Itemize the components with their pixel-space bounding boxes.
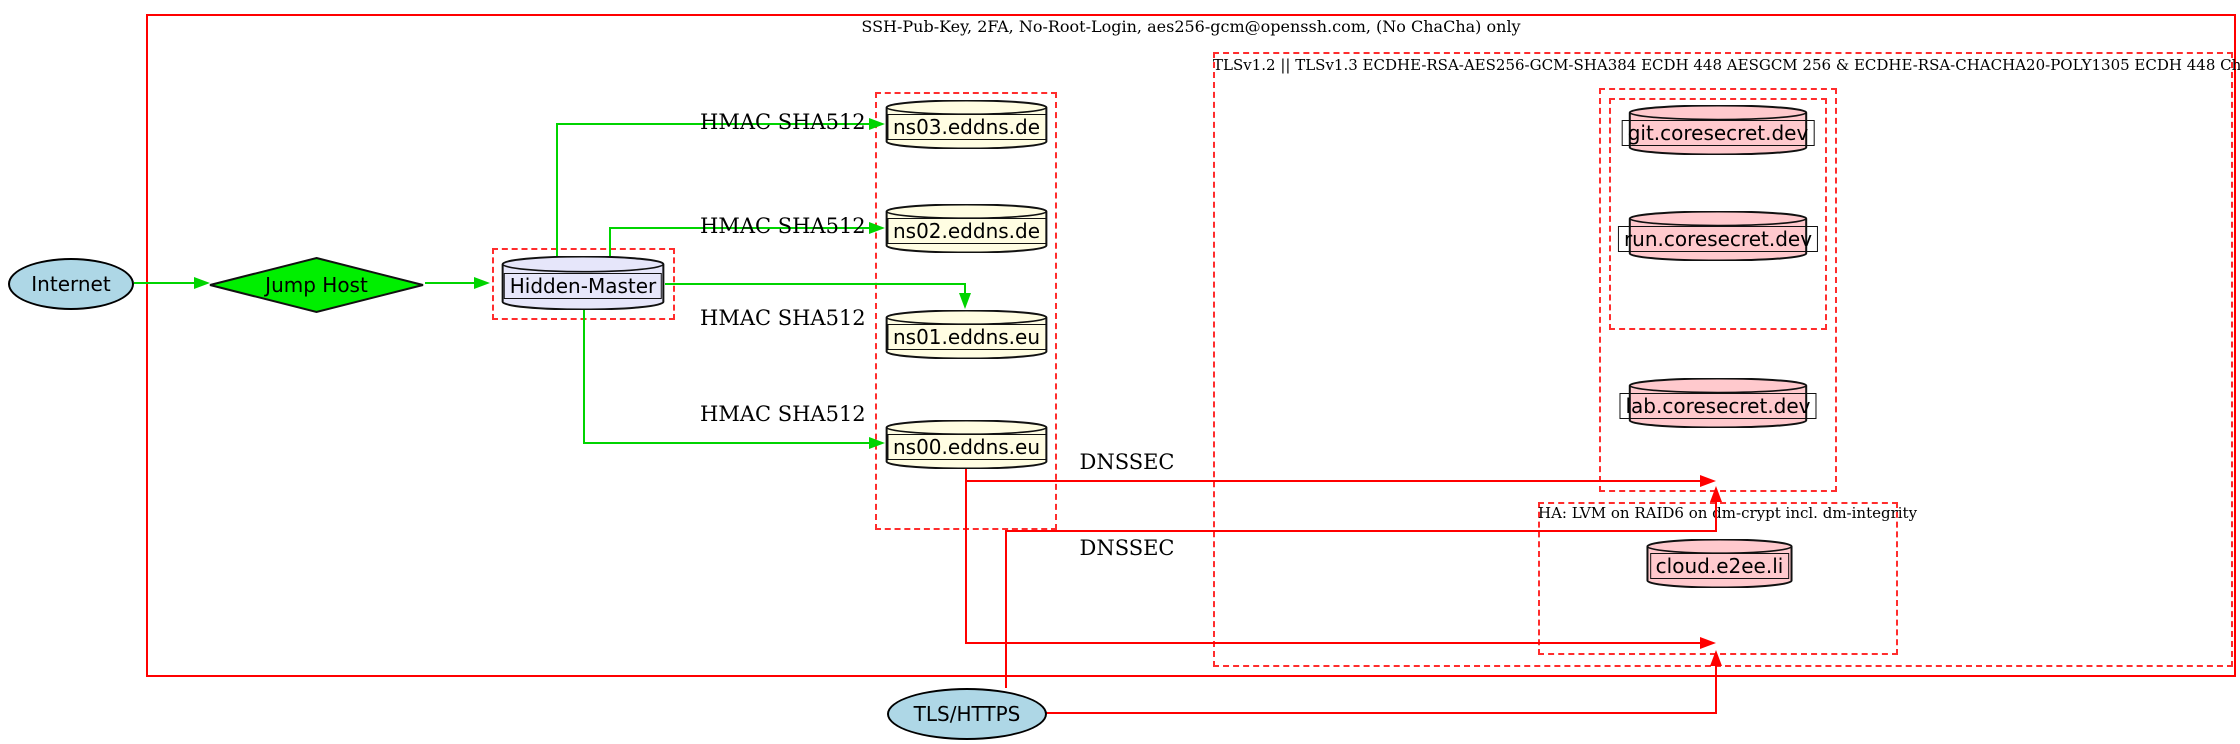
edge-hiddenmaster-ns02-hline — [609, 227, 870, 229]
node-ns00: ns00.eddns.eu — [885, 420, 1048, 469]
cluster-coresecret-inner-box — [1609, 98, 1827, 330]
edge-hiddenmaster-ns03-hline — [556, 123, 870, 125]
cluster-ha-label: HA: LVM on RAID6 on dm-crypt incl. dm-in… — [1538, 504, 1918, 522]
edge-ns00-down-vline — [965, 467, 967, 644]
node-cloud-e2ee: cloud.e2ee.li — [1646, 539, 1793, 588]
edge-ns00-coresecret-hline — [965, 480, 1702, 482]
node-git-coresecret-label: git.coresecret.dev — [1621, 119, 1815, 146]
edge-label-dnssec-2: DNSSEC — [1079, 536, 1175, 560]
edge-label-hmac-ns01: HMAC SHA512 — [700, 306, 866, 330]
node-run-coresecret-label: run.coresecret.dev — [1617, 225, 1819, 252]
node-hidden-master-label: Hidden-Master — [503, 272, 663, 299]
edge-label-hmac-ns03: HMAC SHA512 — [700, 110, 866, 134]
node-internet-label: Internet — [31, 272, 111, 296]
edge-hiddenmaster-ns00-vline — [583, 310, 585, 444]
node-run-coresecret: run.coresecret.dev — [1617, 211, 1819, 261]
edge-hiddenmaster-ns01-arrowhead — [959, 293, 971, 309]
cluster-ssh-box — [146, 14, 2236, 677]
node-hidden-master: Hidden-Master — [501, 256, 665, 310]
node-git-coresecret: git.coresecret.dev — [1621, 105, 1815, 155]
cluster-ssh-label: SSH-Pub-Key, 2FA, No-Root-Login, aes256-… — [861, 17, 1521, 36]
cylinder-shape — [501, 256, 665, 310]
edge-hiddenmaster-ns02-vline — [609, 228, 611, 258]
node-lab-coresecret-label: lab.coresecret.dev — [1619, 392, 1817, 419]
cylinder-shape — [885, 420, 1048, 469]
edge-label-hmac-ns00: HMAC SHA512 — [700, 402, 866, 426]
edge-tlshttps-ha-hline — [1045, 712, 1717, 714]
node-internet: Internet — [8, 258, 134, 310]
cluster-tls-box — [1213, 52, 2233, 667]
node-jump-host: Jump Host — [208, 256, 425, 314]
node-tls-https-label: TLS/HTTPS — [913, 702, 1021, 726]
edge-tlshttps-coresecret-arrowhead — [1710, 486, 1722, 502]
node-jump-host-label: Jump Host — [265, 273, 368, 297]
edge-hiddenmaster-ns02-arrowhead — [869, 222, 885, 234]
cluster-tls-label: TLSv1.2 || TLSv1.3 ECDHE-RSA-AES256-GCM-… — [1213, 56, 2240, 74]
edge-internet-jumphost-arrowhead — [194, 277, 210, 289]
edge-jumphost-hiddenmaster-line — [425, 282, 476, 284]
diamond-shape — [208, 256, 425, 314]
edge-label-hmac-ns02: HMAC SHA512 — [700, 214, 866, 238]
edge-ns00-ha-hline — [965, 642, 1702, 644]
edge-internet-jumphost-line — [134, 282, 196, 284]
edge-tlshttps-coresecret-vline1 — [1005, 531, 1007, 688]
node-ns00-label: ns00.eddns.eu — [886, 433, 1047, 460]
edge-hiddenmaster-ns01-vline — [964, 283, 966, 295]
edge-jumphost-hiddenmaster-arrowhead — [474, 277, 490, 289]
cylinder-shape — [1646, 539, 1793, 588]
edge-hiddenmaster-ns01-hline — [665, 283, 966, 285]
node-tls-https: TLS/HTTPS — [887, 688, 1047, 740]
edge-ns00-coresecret-arrowhead — [1700, 475, 1716, 487]
node-ns01-label: ns01.eddns.eu — [886, 323, 1047, 350]
node-ns02: ns02.eddns.de — [885, 204, 1048, 253]
edge-hiddenmaster-ns03-arrowhead — [869, 118, 885, 130]
node-ns03-label: ns03.eddns.de — [886, 113, 1047, 140]
edge-tlshttps-coresecret-hline — [1005, 530, 1717, 532]
node-ns02-label: ns02.eddns.de — [886, 217, 1047, 244]
edge-hiddenmaster-ns00-arrowhead — [869, 437, 885, 449]
node-ns03: ns03.eddns.de — [885, 100, 1048, 149]
node-lab-coresecret: lab.coresecret.dev — [1619, 378, 1817, 428]
edge-tlshttps-ha-arrowhead — [1710, 650, 1722, 666]
edge-tlshttps-coresecret-vline2 — [1715, 498, 1717, 532]
edge-hiddenmaster-ns03-vline — [556, 124, 558, 258]
node-cloud-e2ee-label: cloud.e2ee.li — [1649, 552, 1790, 579]
edge-ns00-ha-arrowhead — [1700, 637, 1716, 649]
edge-tlshttps-ha-vline — [1715, 662, 1717, 714]
edge-label-dnssec-1: DNSSEC — [1079, 450, 1175, 474]
edge-hiddenmaster-ns00-hline — [583, 442, 870, 444]
node-ns01: ns01.eddns.eu — [885, 310, 1048, 359]
cylinder-shape — [1628, 211, 1808, 261]
